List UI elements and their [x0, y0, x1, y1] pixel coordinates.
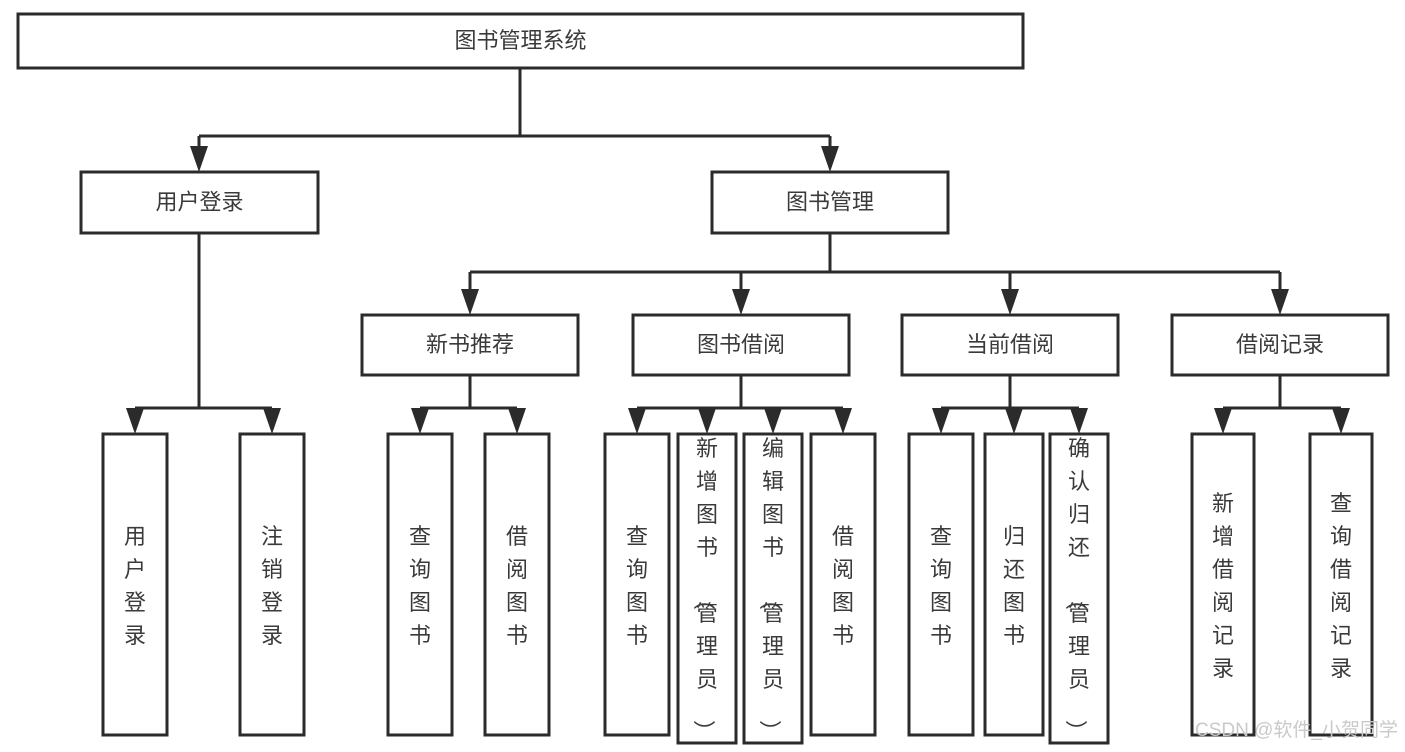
node-borrow-record[interactable]: 借阅记录 — [1170, 313, 1390, 377]
arrow-head-icon — [411, 408, 429, 434]
node-leaf-user-logout[interactable]: 注销登录 — [238, 432, 306, 737]
arrow-head-icon — [1070, 408, 1088, 434]
node-box-book-borrow[interactable] — [631, 313, 851, 377]
arrow-head-icon — [508, 408, 526, 434]
node-box-leaf-query-book-2[interactable] — [603, 432, 671, 737]
node-book-borrow[interactable]: 图书借阅 — [631, 313, 851, 377]
arrow-head-icon — [1005, 408, 1023, 434]
arrow-head-icon — [126, 408, 144, 434]
node-leaf-query-record[interactable]: 查询借阅记录 — [1308, 432, 1374, 737]
node-label-leaf-edit-book: 编辑图书（管理员） — [757, 436, 784, 742]
arrow-head-icon — [1214, 408, 1232, 434]
node-leaf-borrow-book-1[interactable]: 借阅图书 — [483, 432, 551, 737]
arrow-head-icon — [932, 408, 950, 434]
node-label-current-borrow: 当前借阅 — [966, 332, 1054, 357]
node-label-borrow-record: 借阅记录 — [1236, 332, 1324, 357]
node-label-leaf-add-record: 新增借阅记录 — [1212, 491, 1234, 681]
node-leaf-query-book-1[interactable]: 查询图书 — [386, 432, 454, 737]
node-leaf-borrow-book-2[interactable]: 借阅图书 — [809, 432, 877, 737]
node-leaf-query-book-3[interactable]: 查询图书 — [907, 432, 975, 737]
node-box-leaf-borrow-book-1[interactable] — [483, 432, 551, 737]
node-label-leaf-confirm-return: 确认归还（管理员） — [1063, 436, 1090, 742]
node-label-book-borrow: 图书借阅 — [697, 332, 785, 357]
arrow-head-icon — [698, 408, 716, 434]
node-box-new-book-recommend[interactable] — [360, 313, 580, 377]
node-user-login[interactable]: 用户登录 — [79, 170, 320, 235]
node-box-leaf-confirm-return[interactable] — [1048, 432, 1110, 745]
arrow-head-icon — [461, 289, 479, 315]
arrow-head-icon — [732, 289, 750, 315]
node-box-leaf-edit-book[interactable] — [742, 432, 804, 745]
node-label-leaf-borrow-book-2: 借阅图书 — [832, 524, 854, 648]
node-leaf-edit-book[interactable]: 编辑图书（管理员） — [742, 432, 804, 745]
node-root[interactable]: 图书管理系统 — [16, 12, 1025, 70]
node-box-borrow-record[interactable] — [1170, 313, 1390, 377]
arrow-head-icon — [1271, 289, 1289, 315]
arrow-head-icon — [1332, 408, 1350, 434]
node-label-new-book-recommend: 新书推荐 — [426, 332, 514, 357]
node-box-leaf-user-login[interactable] — [101, 432, 169, 737]
arrow-head-icon — [1001, 289, 1019, 315]
node-box-leaf-add-book[interactable] — [676, 432, 738, 745]
node-label-leaf-return-book: 归还图书 — [1003, 524, 1025, 648]
node-label-user-login: 用户登录 — [155, 189, 243, 214]
node-box-book-management[interactable] — [710, 170, 950, 235]
node-leaf-confirm-return[interactable]: 确认归还（管理员） — [1048, 432, 1110, 745]
node-label-leaf-query-record: 查询借阅记录 — [1330, 491, 1352, 681]
node-layer: 图书管理系统用户登录图书管理新书推荐图书借阅当前借阅借阅记录用户登录注销登录查询… — [16, 12, 1390, 745]
node-leaf-query-book-2[interactable]: 查询图书 — [603, 432, 671, 737]
node-leaf-add-record[interactable]: 新增借阅记录 — [1190, 432, 1256, 737]
node-box-user-login[interactable] — [79, 170, 320, 235]
node-box-current-borrow[interactable] — [900, 313, 1120, 377]
connector-layer — [126, 68, 1350, 434]
node-new-book-recommend[interactable]: 新书推荐 — [360, 313, 580, 377]
node-book-management[interactable]: 图书管理 — [710, 170, 950, 235]
arrow-head-icon — [190, 146, 208, 172]
node-label-root: 图书管理系统 — [454, 28, 586, 53]
csdn-watermark: CSDN @软件_小贺同学 — [1195, 719, 1398, 741]
node-label-book-management: 图书管理 — [786, 189, 874, 214]
node-box-leaf-user-logout[interactable] — [238, 432, 306, 737]
node-label-leaf-add-book: 新增图书（管理员） — [691, 436, 718, 742]
node-label-leaf-query-book-3: 查询图书 — [930, 524, 952, 648]
node-label-leaf-borrow-book-1: 借阅图书 — [506, 524, 528, 648]
node-box-root[interactable] — [16, 12, 1025, 70]
node-leaf-add-book[interactable]: 新增图书（管理员） — [676, 432, 738, 745]
arrow-head-icon — [764, 408, 782, 434]
node-box-leaf-return-book[interactable] — [983, 432, 1045, 737]
node-leaf-user-login[interactable]: 用户登录 — [101, 432, 169, 737]
arrow-head-icon — [263, 408, 281, 434]
arrow-head-icon — [834, 408, 852, 434]
node-label-leaf-query-book-2: 查询图书 — [626, 524, 648, 648]
arrow-head-icon — [821, 146, 839, 172]
node-label-leaf-query-book-1: 查询图书 — [409, 524, 431, 648]
node-label-leaf-user-logout: 注销登录 — [261, 524, 283, 648]
node-box-leaf-query-record[interactable] — [1308, 432, 1374, 737]
node-leaf-return-book[interactable]: 归还图书 — [983, 432, 1045, 737]
node-box-leaf-query-book-3[interactable] — [907, 432, 975, 737]
node-box-leaf-add-record[interactable] — [1190, 432, 1256, 737]
arrow-head-icon — [628, 408, 646, 434]
node-box-leaf-borrow-book-2[interactable] — [809, 432, 877, 737]
node-box-leaf-query-book-1[interactable] — [386, 432, 454, 737]
node-label-leaf-user-login: 用户登录 — [124, 524, 146, 648]
node-current-borrow[interactable]: 当前借阅 — [900, 313, 1120, 377]
